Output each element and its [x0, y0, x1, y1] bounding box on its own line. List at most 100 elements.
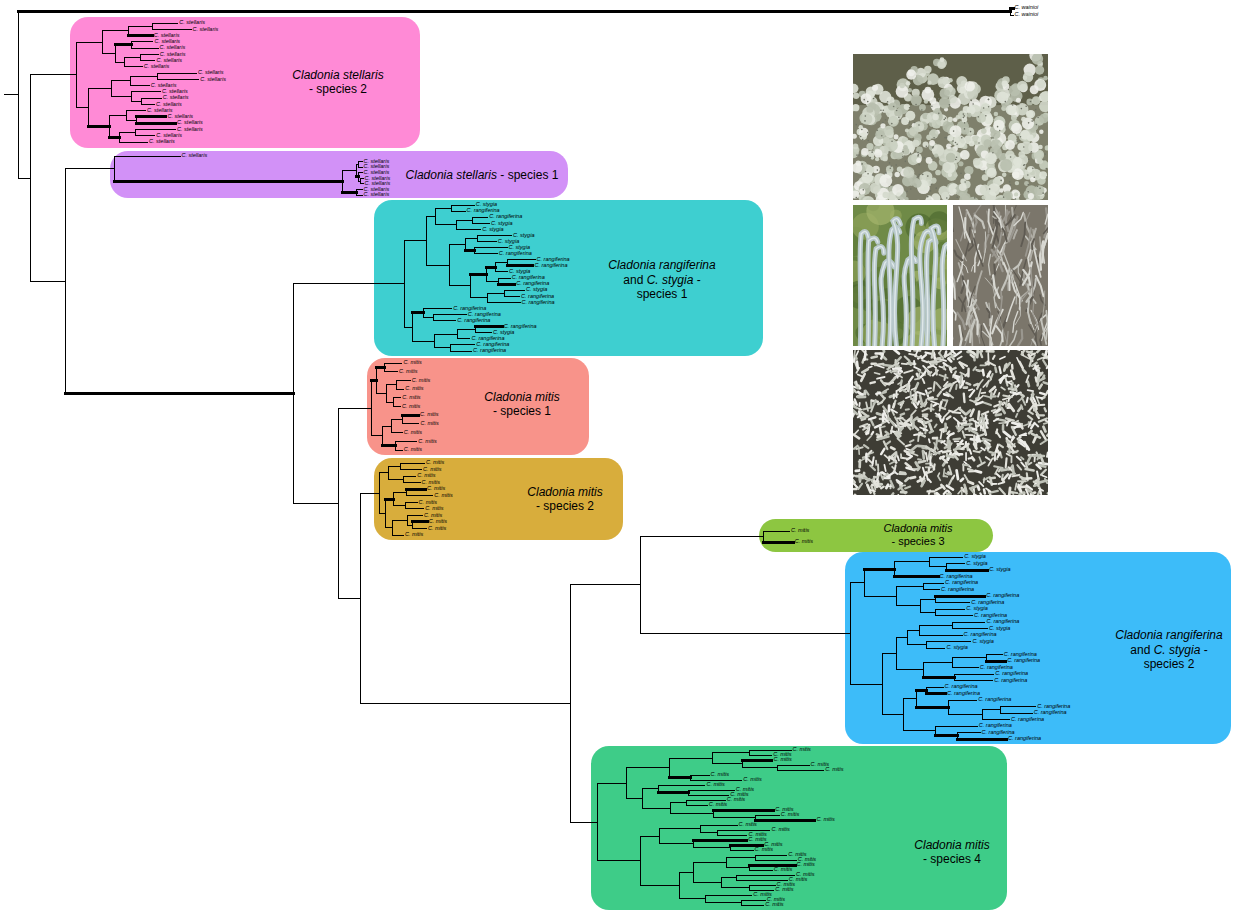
lichen-branch — [936, 383, 940, 388]
tree-branch — [358, 181, 360, 182]
clade-name-part: and — [1130, 643, 1150, 657]
clade-box: Cladonia mitis - species 3 — [759, 519, 993, 552]
lichen-branch — [978, 435, 980, 441]
lichen-branch — [1017, 330, 1022, 346]
lichen-branch — [1020, 482, 1023, 486]
lichen-branch — [953, 308, 956, 320]
tree-branch — [125, 66, 143, 67]
lichen-shadow — [999, 130, 1001, 132]
lichen-shadow — [1035, 109, 1037, 111]
lichen-lobe — [964, 166, 973, 175]
lichen-branch — [911, 410, 915, 415]
lichen-lobe — [1000, 159, 1012, 171]
lichen-shadow — [963, 115, 965, 117]
lichen-lobe — [919, 104, 926, 111]
lichen-branch — [937, 493, 942, 495]
clade-name-part: - — [500, 168, 504, 182]
lichen-stalk — [942, 244, 947, 346]
tree-branch — [112, 96, 132, 97]
lichen-branch — [1046, 311, 1047, 340]
lichen-lobe — [1018, 151, 1025, 158]
lichen-shadow — [955, 142, 957, 144]
lichen-branch — [1006, 211, 1008, 232]
lichen-shadow — [916, 176, 918, 178]
lichen-shadow — [988, 99, 990, 101]
tree-branch — [88, 125, 109, 128]
lichen-branch — [862, 369, 868, 372]
lichen-branch — [1027, 446, 1029, 449]
lichen-branch — [928, 396, 933, 399]
lichen-shadow — [861, 163, 863, 165]
lichen-branch — [872, 457, 873, 465]
lichen-lobe — [1015, 198, 1020, 200]
lichen-branch — [947, 435, 949, 438]
lichen-branch — [963, 394, 966, 402]
lichen-branch — [1036, 492, 1039, 495]
tree-branch — [126, 110, 145, 111]
lichen-lobe — [869, 183, 880, 194]
lichen-branch — [899, 473, 906, 475]
lichen-lobe — [1002, 173, 1007, 178]
lichen-lobe — [1005, 150, 1014, 159]
lichen-branch — [1043, 360, 1046, 365]
lichen-lobe — [929, 140, 935, 146]
lichen-branch — [1036, 465, 1040, 469]
lichen-branch — [1012, 423, 1019, 425]
lichen-branch — [864, 445, 868, 448]
lichen-branch — [854, 484, 858, 487]
lichen-branch — [930, 404, 933, 410]
tree-branch — [1010, 15, 1013, 16]
lichen-branch — [914, 367, 920, 370]
lichen-lobe — [866, 106, 873, 113]
lichen-branch — [976, 402, 982, 404]
lichen-branch — [985, 396, 990, 397]
clade-name-part — [1166, 643, 1169, 657]
lichen-shadow — [974, 197, 976, 199]
lichen-branch — [949, 466, 951, 474]
lichen-branch — [865, 454, 868, 462]
lichen-branch — [947, 455, 954, 457]
clade-name-part — [540, 499, 543, 513]
lichen-lobe — [1040, 91, 1048, 102]
lichen-lobe — [927, 195, 932, 200]
lichen-branch — [914, 350, 916, 351]
lichen-branch — [977, 487, 981, 490]
lichen-branch — [1017, 465, 1021, 469]
lichen-lobe — [859, 133, 867, 141]
lichen-branch — [876, 352, 883, 355]
lichen-branch — [883, 350, 884, 351]
clade-name-part: - — [1204, 643, 1208, 657]
lichen-branch — [905, 356, 910, 360]
lichen-branch — [1015, 483, 1016, 489]
lichen-branch — [1018, 407, 1021, 411]
lichen-branch — [953, 476, 955, 479]
lichen-branch — [864, 351, 867, 359]
lichen-branch — [969, 429, 977, 433]
lichen-branch — [858, 408, 861, 409]
tree-branch — [125, 57, 141, 58]
lichen-branch — [1015, 282, 1020, 310]
lichen-lobe — [1006, 105, 1016, 115]
lichen-branch — [939, 366, 942, 367]
lichen-branch — [856, 382, 857, 386]
tree-branch — [109, 115, 110, 137]
lichen-branch — [885, 455, 889, 458]
lichen-branch — [1038, 358, 1042, 360]
lichen-branch — [975, 271, 981, 298]
lichen-branch — [1027, 398, 1028, 403]
lichen-branch — [996, 296, 1002, 325]
lichen-shadow — [1036, 124, 1038, 126]
lichen-branch — [1033, 302, 1038, 325]
lichen-shadow — [1021, 108, 1023, 110]
clade-name-part — [677, 287, 680, 301]
tree-branch — [129, 34, 153, 37]
lichen-shadow — [1031, 151, 1033, 153]
lichen-branch — [864, 478, 872, 480]
clade-name: Cladonia mitis - species 2 — [526, 485, 605, 514]
clade-name-part: stygia — [662, 273, 693, 287]
lichen-branch — [966, 411, 970, 415]
lichen-branch — [1035, 366, 1036, 371]
lichen-branch — [1046, 421, 1048, 424]
lichen-branch — [986, 303, 991, 323]
lichen-lobe — [959, 183, 967, 191]
